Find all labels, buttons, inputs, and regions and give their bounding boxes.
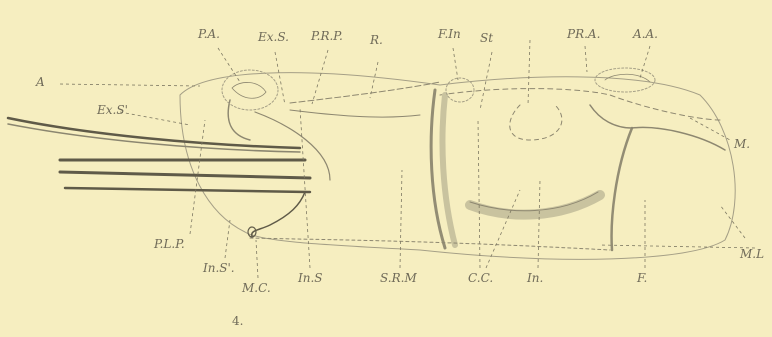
pa-inner (232, 82, 266, 98)
leader-fin (453, 48, 458, 80)
label-srm: S.R.M (380, 272, 417, 284)
leader-pra (585, 46, 587, 72)
leader-exs1 (120, 112, 190, 125)
label-prp: P.R.P. (311, 30, 343, 42)
label-pa: P.A. (198, 28, 220, 40)
leader-in (538, 180, 540, 268)
leader-a (60, 84, 200, 86)
left-arc (228, 100, 250, 140)
aa-cluster (595, 68, 655, 92)
label-ins-prime: In.S'. (203, 262, 235, 274)
seta-4 (60, 172, 310, 178)
right-capsule-top (632, 127, 725, 150)
label-in: In. (527, 272, 543, 284)
pr-a-contour (440, 89, 720, 120)
label-mc: M.C. (242, 282, 271, 294)
leader-plp (190, 120, 205, 234)
fin-cluster (446, 78, 474, 102)
leader-dot-top (528, 40, 530, 105)
middle-curve (290, 110, 420, 117)
inner-wall-shadow (442, 95, 455, 245)
label-st: St (480, 32, 493, 44)
leader-cc2 (486, 190, 520, 268)
label-exs-prime: Ex.S' (97, 104, 128, 116)
right-capsule-front (612, 128, 632, 250)
label-ml: M.L (740, 248, 764, 260)
leader-aa (640, 46, 650, 78)
leader-ins1 (225, 220, 230, 258)
label-r: R. (370, 34, 383, 46)
label-pra: PR.A. (567, 28, 600, 40)
label-m: M. (734, 138, 750, 150)
leader-ins (300, 108, 310, 268)
inner-crescent (470, 195, 600, 215)
label-plp: P.L.P. (154, 238, 185, 250)
label-cc: C.C. (468, 272, 493, 284)
label-fin: F.In (438, 28, 461, 40)
leader-exs (275, 52, 285, 105)
mc-hook (252, 192, 305, 236)
label-ins: In.S (298, 272, 323, 284)
pa-cluster (222, 70, 278, 110)
leader-cc1 (478, 120, 480, 268)
leader-mc (256, 240, 258, 278)
seta-5 (65, 188, 310, 192)
inner-loop (510, 105, 562, 140)
label-a: A (36, 76, 45, 88)
upper-ridge (290, 82, 440, 103)
label-aa: A.A. (633, 28, 658, 40)
leader-ml-2 (720, 205, 745, 238)
leader-ml (600, 245, 755, 248)
label-f: F. (637, 272, 647, 284)
right-capsule-curve (590, 105, 632, 128)
leader-srm (400, 170, 402, 268)
base-line (250, 238, 610, 250)
label-exs: Ex.S. (258, 31, 289, 43)
leader-prp (312, 50, 328, 104)
figure-number: 4. (232, 314, 243, 328)
body-outline (180, 73, 735, 260)
